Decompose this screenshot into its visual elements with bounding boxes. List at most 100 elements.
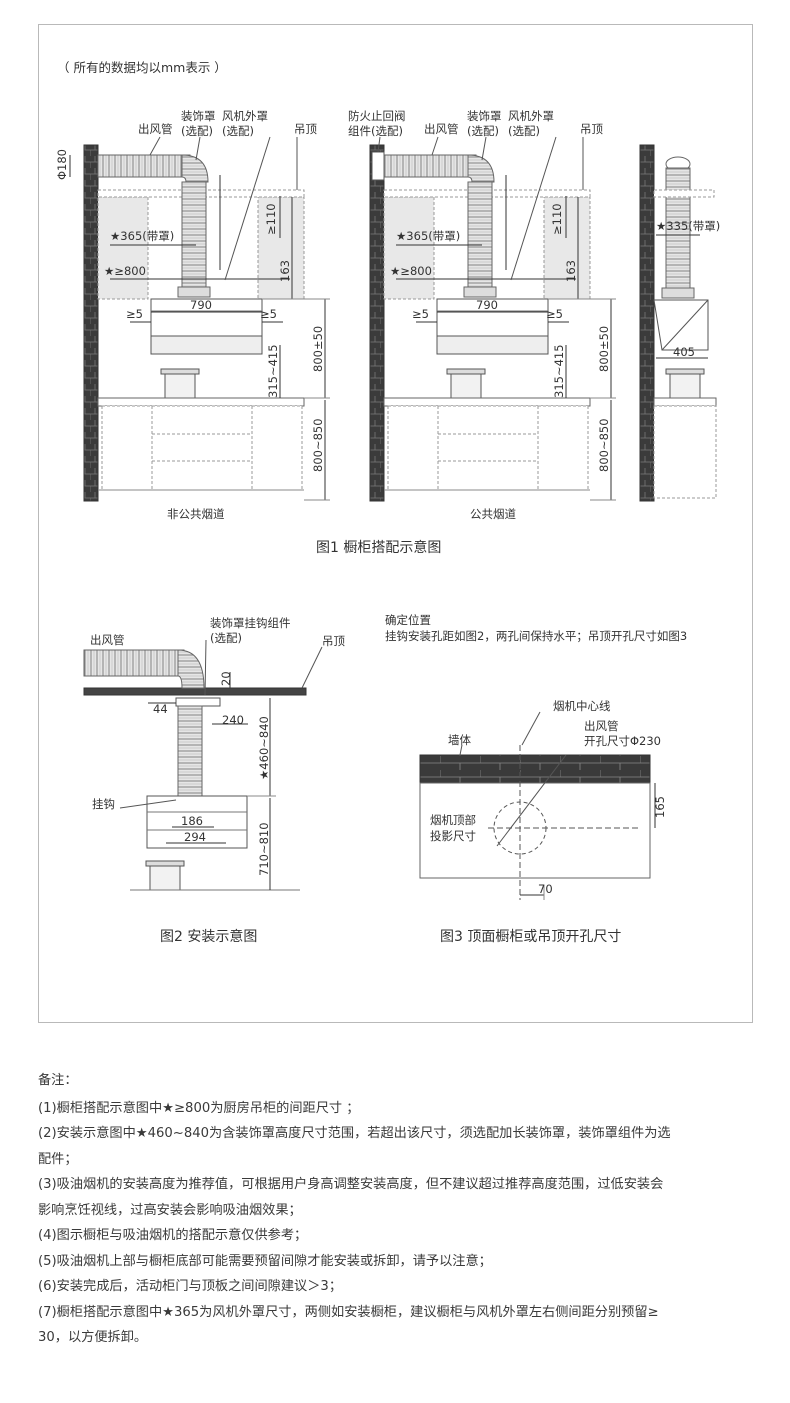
pot <box>149 863 181 891</box>
wall-label: 墙体 <box>448 733 471 747</box>
pot <box>164 371 196 399</box>
duct-hole-size: 开孔尺寸Φ230 <box>584 734 661 748</box>
fig2-drawing <box>83 639 323 891</box>
units-note: （ 所有的数据均以mm表示 ） <box>57 60 227 75</box>
fig2-caption: 图2 安装示意图 <box>160 928 257 945</box>
centerline-label: 烟机中心线 <box>553 699 611 713</box>
notes-title: 备注： <box>38 1073 78 1088</box>
cover-optional: (选配) <box>181 124 213 138</box>
hood-cover-optional: (选配) <box>222 124 254 138</box>
hood-cover-label: 风机外罩 <box>508 109 554 123</box>
dia-label: Φ180 <box>55 149 69 180</box>
fig1-caption: 图1 橱柜搭配示意图 <box>316 539 441 556</box>
d20-label: 20 <box>219 671 233 686</box>
note-line: 影响烹饪视线，过高安装会影响吸油烟效果； <box>38 1202 302 1218</box>
note-line: (3)吸油烟机的安装高度为推荐值，可根据用户身高调整安装高度，但不建议超过推荐高… <box>38 1177 664 1192</box>
hood-cover-label: 风机外罩 <box>222 109 268 123</box>
ceiling-label: 吊顶 <box>580 122 603 136</box>
gap-top-label: ≥110 <box>550 203 564 235</box>
duct-horizontal <box>97 154 191 178</box>
note-line: (4)图示橱柜与吸油烟机的搭配示意仅供参考； <box>38 1228 308 1243</box>
d405-label: 405 <box>673 345 695 359</box>
fig1-left-labels: Φ180 出风管 装饰罩 (选配) 风机外罩 (选配) 吊顶 ≥110 ★365… <box>55 109 325 521</box>
w790-label: 790 <box>476 298 498 312</box>
d460-label: ★460~840 <box>257 716 271 780</box>
d44-label: 44 <box>153 702 168 716</box>
projection-label: 烟机顶部 <box>430 813 476 827</box>
fig2-labels: 出风管 装饰罩挂钩组件 (选配) 吊顶 20 44 240 ★460~840 挂… <box>90 616 345 876</box>
note-line: 30，以方便拆卸。 <box>38 1330 148 1345</box>
gap800-label: ★≥800 <box>104 264 146 278</box>
installation-diagram: （ 所有的数据均以mm表示 ） <box>55 60 720 945</box>
d70-label: 70 <box>538 882 553 896</box>
duct-horizontal <box>383 154 477 178</box>
side-left-label: ≥5 <box>126 307 143 321</box>
note-line: (5)吸油烟机上部与橱柜底部可能需要预留间隙才能安装或拆卸，请予以注意； <box>38 1253 492 1269</box>
bracket <box>175 697 221 707</box>
wall <box>83 144 99 502</box>
h315-label: 315~415 <box>266 344 280 398</box>
fig1-right-labels: ★335(带罩) 405 <box>656 219 720 359</box>
duct-horizontal <box>83 649 185 677</box>
valve-optional: 组件(选配) <box>348 124 403 138</box>
side-right-label: ≥5 <box>260 307 277 321</box>
fig3-drawing <box>419 711 656 900</box>
hood-glass <box>150 335 263 355</box>
d240-label: 240 <box>222 713 244 727</box>
fig1-left-panel <box>69 136 330 502</box>
h800850-label: 800~850 <box>311 418 325 472</box>
note-line: (7)橱柜搭配示意图中★365为风机外罩尺寸，两侧如安装橱柜，建议橱柜与风机外罩… <box>38 1304 659 1320</box>
gap-top-label: ≥110 <box>264 203 278 235</box>
width335-label: ★335(带罩) <box>656 219 720 233</box>
ceiling-bar <box>83 687 307 696</box>
note-line: 配件； <box>38 1151 78 1167</box>
duct-vertical <box>181 181 207 288</box>
hood-cover-optional: (选配) <box>508 124 540 138</box>
diagram-frame <box>38 24 753 1023</box>
base-cabinet <box>101 405 303 491</box>
fig3-caption: 图3 顶面橱柜或吊顶开孔尺寸 <box>440 929 621 945</box>
upper-cabinet-left <box>383 196 435 300</box>
projection-size: 投影尺寸 <box>430 829 476 843</box>
bracket-optional: (选配) <box>210 631 242 645</box>
hood-top <box>177 286 211 298</box>
side-left-label: ≥5 <box>412 307 429 321</box>
panel-mid-caption: 公共烟道 <box>470 507 516 521</box>
d710-label: 710~810 <box>257 822 271 876</box>
h315-label: 315~415 <box>552 344 566 398</box>
valve-label: 防火止回阀 <box>348 109 406 123</box>
d163-label: 163 <box>278 260 292 282</box>
duct-label: 出风管 <box>584 719 619 733</box>
wall <box>369 144 385 502</box>
duct-label: 出风管 <box>424 122 459 136</box>
hood-body <box>146 795 248 849</box>
cover-label: 装饰罩 <box>467 109 502 123</box>
d165-label: 165 <box>653 796 667 818</box>
d294-label: 294 <box>184 830 206 844</box>
width365-label: ★365(带罩) <box>110 229 174 243</box>
ceiling-label: 吊顶 <box>322 634 345 648</box>
intro-text: 挂钩安装孔距如图2，两孔间保持水平；吊顶开孔尺寸如图3 <box>385 629 687 643</box>
note-line: (6)安装完成后，活动柜门与顶板之间间隙建议＞3； <box>38 1279 343 1294</box>
wall <box>639 144 655 502</box>
fig1-mid-labels: 防火止回阀 组件(选配) 出风管 装饰罩 (选配) 风机外罩 (选配) 吊顶 ≥… <box>348 109 611 521</box>
hook-label: 挂钩 <box>92 797 115 811</box>
valve <box>371 151 385 181</box>
w790-label: 790 <box>190 298 212 312</box>
fig1-mid-panel <box>369 136 616 502</box>
note-line: (1)橱柜搭配示意图中★≥800为厨房吊柜的间距尺寸 ； <box>38 1100 360 1116</box>
h800-label: 800±50 <box>597 326 611 372</box>
duct-label: 出风管 <box>138 122 173 136</box>
cover-optional: (选配) <box>467 124 499 138</box>
duct-label: 出风管 <box>90 633 125 647</box>
gap800-label: ★≥800 <box>390 264 432 278</box>
fig3-labels: 确定位置 挂钩安装孔距如图2，两孔间保持水平；吊顶开孔尺寸如图3 烟机中心线 墙… <box>385 613 687 896</box>
d186-label: 186 <box>181 814 203 828</box>
width365-label: ★365(带罩) <box>396 229 460 243</box>
bracket-label: 装饰罩挂钩组件 <box>210 616 291 630</box>
duct-elbow <box>181 154 209 183</box>
upper-cabinet-left <box>97 196 149 300</box>
wall-bricks <box>419 754 651 784</box>
h800850-label: 800~850 <box>597 418 611 472</box>
fig1-right-panel <box>639 144 717 502</box>
